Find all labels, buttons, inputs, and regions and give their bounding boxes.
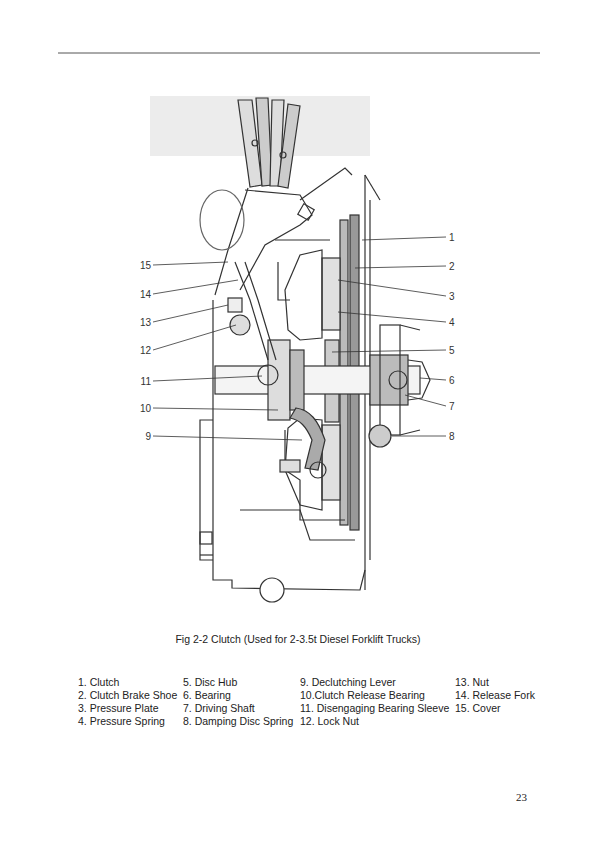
parts-list-entry: 10.Clutch Release Bearing [300,690,425,702]
callout-number: 2 [449,261,455,272]
callout-number: 3 [449,291,455,302]
parts-list-entry: 15. Cover [455,703,501,715]
parts-list-entry: 2. Clutch Brake Shoe [78,690,177,702]
callout-number: 10 [140,403,151,414]
parts-list-entry: 8. Damping Disc Spring [183,716,293,728]
parts-list-entry: 11. Disengaging Bearing Sleeve [300,703,449,715]
parts-list-entry: 5. Disc Hub [183,677,237,689]
header-rule [58,53,540,54]
callout-number: 4 [449,317,455,328]
callout-number: 6 [449,375,455,386]
callout-number: 14 [140,289,151,300]
clutch-drawing [150,96,430,602]
callout-number: 7 [449,401,455,412]
parts-list-entry: 9. Declutching Lever [300,677,396,689]
callout-number: 8 [449,431,455,442]
callout-number: 11 [141,376,151,387]
parts-list-entry: 4. Pressure Spring [78,716,165,728]
parts-list-entry: 13. Nut [455,677,489,689]
figure-caption: Fig 2-2 Clutch (Used for 2-3.5t Diesel F… [175,634,420,646]
callout-number: 12 [140,345,151,356]
parts-list-entry: 14. Release Fork [455,690,535,702]
leader-lines [153,237,446,440]
callout-number: 15 [140,260,151,271]
callout-number: 5 [449,345,455,356]
parts-list-entry: 7. Driving Shaft [183,703,255,715]
parts-list-entry: 12. Lock Nut [300,716,359,728]
parts-list-entry: 3. Pressure Plate [78,703,159,715]
parts-list-entry: 6. Bearing [183,690,231,702]
page-number: 23 [516,791,527,803]
callout-number: 1 [449,232,455,243]
callout-number: 9 [145,431,151,442]
parts-list-entry: 1. Clutch [78,677,119,689]
callout-number: 13 [140,317,151,328]
